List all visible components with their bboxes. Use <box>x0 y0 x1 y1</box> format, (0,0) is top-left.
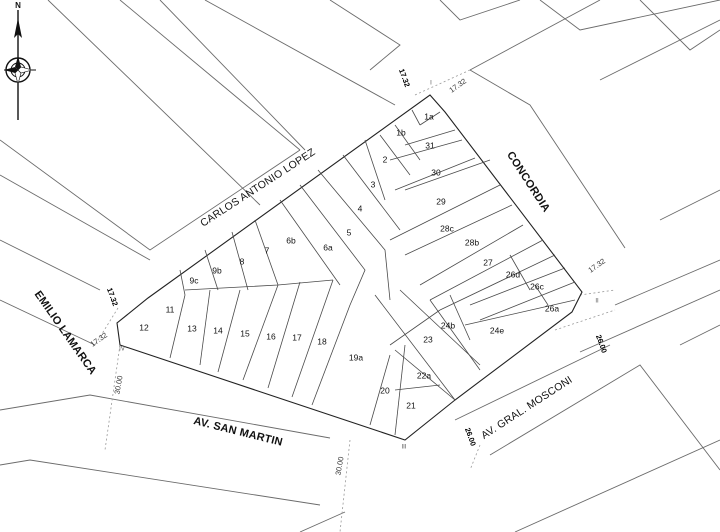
lot-22a: 22a <box>417 370 431 380</box>
marker-bottom: III <box>401 445 406 451</box>
lot-15: 15 <box>240 328 250 338</box>
lot-26c: 26c <box>530 281 544 291</box>
lot-28c: 28c <box>440 223 454 233</box>
lot-5: 5 <box>347 227 352 237</box>
dim-top-right: 17.32 <box>447 77 468 95</box>
lot-20: 20 <box>380 385 390 395</box>
compass-north-label: N <box>15 1 21 10</box>
lot-19a: 19a <box>349 352 363 362</box>
lot-27: 27 <box>483 257 493 267</box>
lot-1b: 1b <box>396 127 406 137</box>
lot-11: 11 <box>166 304 175 314</box>
lot-23: 23 <box>423 334 433 344</box>
dim-mosconi-b: 26.00 <box>463 426 478 447</box>
dim-left-a: 17.32 <box>105 286 120 307</box>
lot-21: 21 <box>406 400 416 410</box>
marker-top: I <box>430 81 432 87</box>
lot-24e: 24e <box>490 325 504 335</box>
lot-4: 4 <box>358 203 363 213</box>
lot-28b: 28b <box>465 237 479 247</box>
lot-7: 7 <box>265 245 270 255</box>
lot-18: 18 <box>317 336 327 346</box>
lot-16: 16 <box>266 331 276 341</box>
lot-2: 2 <box>383 154 388 164</box>
lot-9c: 9c <box>190 275 200 285</box>
street-emilio-lamarca: EMILIO LAMARCA <box>32 289 99 377</box>
lot-3: 3 <box>371 179 376 189</box>
marker-right: II <box>595 299 599 305</box>
city-block-outline <box>116 94 583 441</box>
lot-24b: 24b <box>441 320 455 330</box>
dim-sanmartin-a: 30.00 <box>112 375 124 395</box>
lot-26a: 26a <box>545 303 559 313</box>
reference-lines <box>94 69 616 532</box>
street-av-gral-mosconi: AV. GRAL. MOSCONI <box>479 374 575 442</box>
lot-12: 12 <box>139 322 149 332</box>
dim-top-left: 17.32 <box>397 67 412 88</box>
lot-labels: 1a 1b 31 2 30 3 29 4 28c 5 28b 6a 6b 7 8… <box>139 111 559 410</box>
dim-right: 17.32 <box>586 257 607 275</box>
compass-rose-icon: N <box>4 1 36 120</box>
lot-29: 29 <box>436 196 446 206</box>
lot-26d: 26d <box>506 269 520 279</box>
lot-17: 17 <box>292 332 302 342</box>
lot-13: 13 <box>187 323 197 333</box>
corner-markers: I II III IV <box>119 81 599 451</box>
lot-9b: 9b <box>212 265 222 275</box>
lot-lines <box>169 109 576 436</box>
dim-mosconi-a: 26.00 <box>594 333 609 354</box>
lot-6b: 6b <box>286 235 296 245</box>
lot-31: 31 <box>425 140 435 150</box>
dim-left-b: 17.32 <box>88 331 109 349</box>
marker-left: IV <box>119 347 125 353</box>
lot-6a: 6a <box>323 242 333 252</box>
street-av-san-martin: AV. SAN MARTIN <box>192 415 284 449</box>
lot-30: 30 <box>431 167 441 177</box>
lot-14: 14 <box>213 325 223 335</box>
lot-8: 8 <box>240 256 245 266</box>
lot-1a: 1a <box>424 111 434 121</box>
dim-sanmartin-b: 30.00 <box>333 456 345 476</box>
